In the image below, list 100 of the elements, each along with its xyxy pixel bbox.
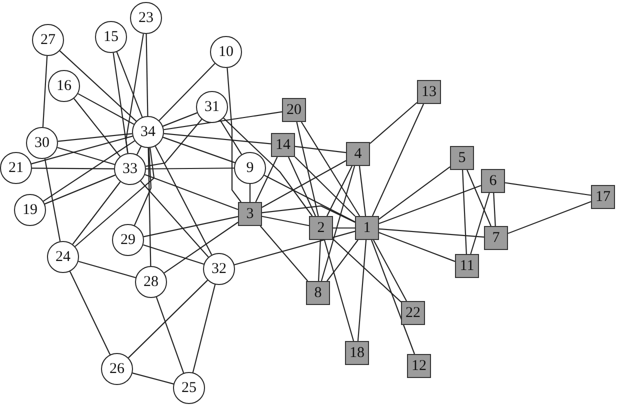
member-circle bbox=[130, 2, 162, 34]
edge-line bbox=[493, 192, 496, 226]
node-number: 2 bbox=[317, 220, 325, 236]
edge-line bbox=[378, 228, 484, 238]
member-circle bbox=[234, 152, 266, 184]
member-circle bbox=[48, 70, 80, 102]
member-square bbox=[238, 202, 262, 226]
node-number: 5 bbox=[458, 150, 466, 166]
node-number: 21 bbox=[8, 160, 24, 176]
node-number: 24 bbox=[56, 250, 70, 264]
edge-line bbox=[143, 244, 204, 265]
edge-line bbox=[136, 146, 142, 155]
edge-line bbox=[504, 182, 592, 196]
edge-line bbox=[370, 102, 418, 144]
node-number: 3 bbox=[246, 206, 254, 222]
edge-line bbox=[378, 232, 456, 262]
edge-line bbox=[249, 184, 251, 202]
edge-line bbox=[146, 118, 202, 167]
node-number: 12 bbox=[412, 358, 426, 374]
node-number: 1 bbox=[363, 220, 371, 236]
member-circle bbox=[114, 153, 146, 185]
member-circle bbox=[112, 224, 144, 256]
edge-line bbox=[74, 148, 155, 247]
edge-line bbox=[357, 240, 367, 342]
node-number: 28 bbox=[144, 274, 158, 290]
member-square bbox=[282, 98, 306, 122]
member-circle bbox=[0, 152, 32, 184]
edge-line bbox=[43, 140, 135, 202]
member-circle bbox=[203, 253, 235, 285]
node-number: 26 bbox=[110, 362, 124, 376]
node-number: 14 bbox=[276, 138, 290, 152]
edge-line bbox=[326, 166, 352, 216]
edge-line bbox=[134, 148, 152, 226]
node-number: 4 bbox=[354, 146, 362, 162]
edge-line bbox=[59, 50, 137, 122]
member-square bbox=[271, 133, 295, 157]
edge-line bbox=[44, 158, 61, 242]
edge-line bbox=[508, 201, 592, 234]
edge-line bbox=[226, 68, 242, 202]
node-number: 7 bbox=[492, 230, 500, 246]
edge-line bbox=[294, 156, 356, 217]
edge-line bbox=[146, 168, 234, 170]
member-square bbox=[309, 216, 333, 240]
node-number: 20 bbox=[286, 102, 302, 118]
edge-line bbox=[128, 280, 208, 358]
edge-line bbox=[156, 296, 184, 374]
node-number: 32 bbox=[212, 262, 226, 276]
node-number: 15 bbox=[104, 30, 118, 44]
node-number: 27 bbox=[40, 32, 56, 48]
node-number: 8 bbox=[314, 286, 322, 300]
edge-line bbox=[318, 240, 321, 282]
edge-line bbox=[255, 156, 278, 202]
node-number: 9 bbox=[246, 160, 254, 176]
edge-line bbox=[333, 227, 355, 229]
edge-line bbox=[132, 372, 174, 384]
edge-line bbox=[78, 93, 134, 125]
edge-line bbox=[260, 226, 308, 282]
member-square bbox=[484, 226, 508, 250]
edge-line bbox=[164, 222, 238, 274]
edge-line bbox=[262, 205, 356, 223]
node-number: 18 bbox=[350, 346, 364, 360]
edge-line bbox=[326, 240, 358, 282]
member-square bbox=[346, 142, 370, 166]
edge-line bbox=[264, 174, 356, 222]
edge-line bbox=[223, 118, 313, 216]
edge-line bbox=[320, 166, 356, 282]
node-number: 19 bbox=[22, 202, 38, 218]
member-circle bbox=[196, 91, 228, 123]
node-number: 23 bbox=[138, 10, 154, 26]
node-number: 16 bbox=[56, 78, 72, 94]
edge-line bbox=[125, 34, 144, 154]
edge-line bbox=[372, 104, 424, 216]
edge-line bbox=[324, 240, 354, 342]
edge-line bbox=[69, 271, 111, 355]
edge-line bbox=[296, 122, 319, 216]
edge-line bbox=[373, 240, 407, 302]
member-circle bbox=[26, 127, 58, 159]
edge-line bbox=[144, 216, 238, 238]
edge-line bbox=[144, 174, 238, 210]
edge-line bbox=[288, 156, 316, 216]
member-circle bbox=[95, 21, 127, 53]
edge-line bbox=[78, 260, 136, 278]
node-number: 30 bbox=[34, 136, 50, 150]
edge-line bbox=[58, 133, 132, 142]
edge-line bbox=[192, 284, 216, 373]
member-square bbox=[355, 216, 379, 240]
member-circle bbox=[132, 116, 164, 148]
member-square bbox=[417, 80, 441, 104]
edge-line bbox=[371, 240, 415, 354]
member-circle bbox=[47, 241, 79, 273]
edge-line bbox=[154, 146, 212, 256]
edge-line bbox=[378, 166, 450, 220]
edge-line bbox=[72, 181, 121, 245]
member-square bbox=[591, 185, 615, 209]
edge-line bbox=[148, 148, 152, 266]
edge-line bbox=[220, 120, 242, 155]
member-square bbox=[306, 281, 330, 305]
member-circle bbox=[14, 194, 46, 226]
edge-line bbox=[32, 168, 114, 170]
node-number: 22 bbox=[406, 306, 420, 320]
